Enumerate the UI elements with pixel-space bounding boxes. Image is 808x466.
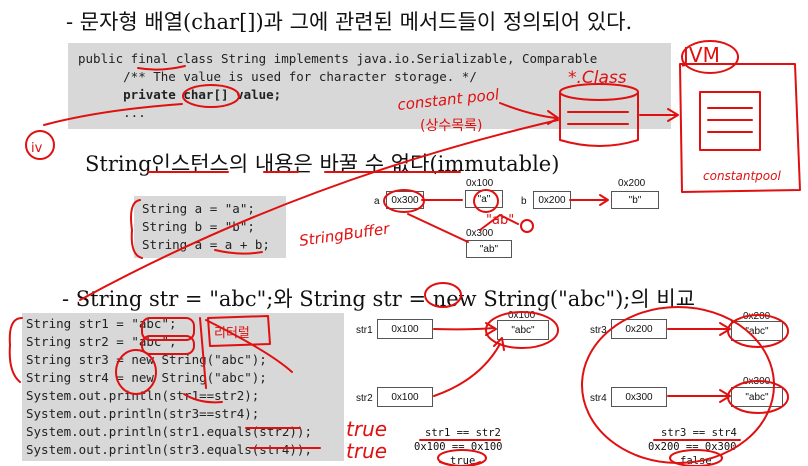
compare-expr: str3 == str4 — [661, 427, 737, 439]
heading-comparison: - String str = "abc";와 String str = new … — [62, 287, 696, 311]
var-b-label: b — [521, 196, 527, 207]
var-str1-ref: 0x100 — [377, 319, 433, 339]
note-true-1: true — [346, 417, 387, 441]
code-line: String a = "a"; — [142, 201, 255, 216]
addr-label: 0x300 — [743, 376, 771, 387]
var-str4-label: str4 — [590, 393, 607, 404]
code-line: System.out.println(str1==str2); — [26, 388, 260, 403]
code-line: String str4 = new String("abc"); — [26, 370, 267, 385]
string-object: "a" — [465, 190, 503, 208]
code-line: String a = a + b; — [142, 237, 270, 252]
code-line: System.out.println(str1.equals(str2)); — [26, 424, 312, 439]
string-object: "abc" — [497, 320, 549, 340]
var-str3-label: str3 — [590, 325, 607, 336]
note-jvm: JVM — [681, 43, 720, 67]
var-a-ref: 0x300 — [386, 191, 424, 209]
var-str3-ref: 0x200 — [611, 319, 667, 339]
addr-label: 0x300 — [466, 228, 494, 239]
circle-jvm — [681, 40, 739, 74]
compare-expr: str1 == str2 — [425, 427, 501, 439]
compare-result: false — [680, 455, 712, 466]
note-true-2: true — [346, 439, 387, 463]
code-line: ... — [78, 105, 146, 120]
code-line: private char[] value; — [78, 87, 282, 102]
var-str2-label: str2 — [356, 393, 373, 404]
class-box-inner — [699, 91, 761, 151]
code-line: String str2 = "abc"; — [26, 334, 177, 349]
string-object: "b" — [611, 191, 659, 209]
var-a-label: a — [374, 196, 380, 207]
note-iv: iv — [31, 141, 43, 156]
var-str4-ref: 0x300 — [611, 387, 667, 407]
code-line: /** The value is used for character stor… — [78, 69, 477, 84]
circle-iv — [25, 130, 55, 160]
var-str2-ref: 0x100 — [377, 387, 433, 407]
compare-address: 0x100 == 0x100 — [414, 441, 503, 453]
heading-immutable: String인스턴스의 내용은 바꿀 수 없다(immutable) — [85, 152, 560, 176]
heading-char-array: - 문자형 배열(char[])과 그에 관련된 메서드들이 정의되어 있다. — [66, 10, 633, 34]
note-constant-pool-jvm: constantpool — [703, 169, 781, 183]
code-line: String str3 = new String("abc"); — [26, 352, 267, 367]
var-str1-label: str1 — [356, 325, 373, 336]
code-line: String str1 = "abc"; — [26, 316, 177, 331]
string-object: "abc" — [731, 387, 783, 407]
jvm-box — [679, 63, 801, 193]
string-object: "ab" — [466, 240, 512, 258]
code-block-compare: String str1 = "abc"; String str2 = "abc"… — [22, 313, 344, 461]
compare-address: 0x200 == 0x300 — [648, 441, 737, 453]
code-line: System.out.println(str3==str4); — [26, 406, 260, 421]
note-ab: "ab" — [486, 213, 514, 228]
note-string-buffer: StringBuffer — [298, 219, 391, 250]
addr-label: 0x100 — [466, 178, 494, 189]
addr-label: 0x200 — [618, 178, 646, 189]
code-block-string-class: public final class String implements jav… — [68, 43, 671, 129]
code-line: System.out.println(str3.equals(str4)); — [26, 442, 312, 457]
code-block-concat: String a = "a"; String b = "b"; String a… — [134, 196, 286, 258]
var-b-ref: 0x200 — [533, 191, 571, 209]
code-line: String b = "b"; — [142, 219, 255, 234]
string-object: "abc" — [731, 321, 783, 341]
code-line: public final class String implements jav… — [78, 51, 598, 66]
compare-result: true — [450, 455, 476, 466]
